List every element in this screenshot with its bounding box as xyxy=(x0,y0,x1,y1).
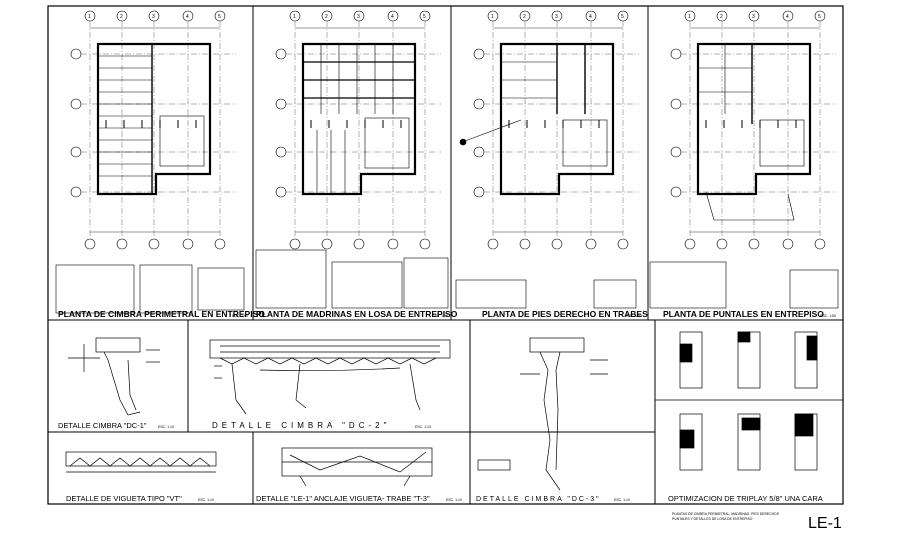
sheet-number: LE-1 xyxy=(808,515,842,532)
triplay-title: OPTIMIZACION DE TRIPLAY 5/8" UNA CARA xyxy=(668,494,823,503)
grid-label: 4 xyxy=(391,14,394,20)
grid-label: 1 xyxy=(491,14,494,20)
floor-plan-4: 1 2 3 4 5 xyxy=(670,10,836,250)
grid-label: 3 xyxy=(152,14,155,20)
grid-label: 5 xyxy=(423,14,426,20)
grid-label: 5 xyxy=(621,14,624,20)
detail-dc1-drawing xyxy=(68,337,160,416)
grid-label: 2 xyxy=(720,14,723,20)
grid-label: 1 xyxy=(293,14,296,20)
detail-le1-title: DETALLE "LE-1" ANCLAJE VIGUETA- TRABE "T… xyxy=(256,494,430,503)
plan-title-4: PLANTA DE PUNTALES EN ENTREPISO xyxy=(663,309,824,319)
detail-dc1-title: DETALLE CIMBRA "DC-1" xyxy=(58,421,147,430)
grid-label: 1 xyxy=(688,14,691,20)
detail-vt-scale: ESC. 1:10 xyxy=(198,498,214,502)
detail-dc3-title: DETALLE CIMBRA "DC-3" xyxy=(476,496,601,503)
detail-dc2-title: DETALLE CIMBRA "DC-2" xyxy=(212,421,390,430)
grid-label: 3 xyxy=(752,14,755,20)
plan-scale-3: ESC. 1:50 xyxy=(626,314,642,318)
sheet-title-line-2: PUNTALES Y DETALLES DE LOSA DE ENTREPISO xyxy=(672,517,753,521)
grid-label: 4 xyxy=(786,14,789,20)
grid-label: 5 xyxy=(218,14,221,20)
floor-plan-1: 1 2 3 4 5 xyxy=(70,10,236,250)
building-outline xyxy=(696,42,812,196)
triplay-panels xyxy=(679,331,818,471)
grid-label: 3 xyxy=(555,14,558,20)
detail-vt-drawing xyxy=(65,451,217,473)
plan-scale-1: ESC. 1:50 xyxy=(232,314,248,318)
plan-scale-4: ESC. 1:50 xyxy=(820,314,836,318)
detail-vt-title: DETALLE DE VIGUETA TIPO "VT" xyxy=(66,494,182,503)
detail-dc1-scale: ESC. 1:10 xyxy=(158,425,174,429)
detail-le1-drawing xyxy=(281,447,433,487)
plan-title-2: PLANTA DE MADRINAS EN LOSA DE ENTREPISO xyxy=(256,309,458,319)
grid-label: 2 xyxy=(120,14,123,20)
building-outline xyxy=(96,42,212,196)
grid-label: 2 xyxy=(523,14,526,20)
plan-title-3: PLANTA DE PIES DERECHO EN TRABES xyxy=(482,309,648,319)
detail-dc3-scale: ESC. 1:10 xyxy=(614,498,630,502)
sheet-border xyxy=(47,5,844,505)
detail-le1-scale: ESC. 1:10 xyxy=(446,498,462,502)
detail-dc2-drawing xyxy=(209,339,451,415)
grid-label: 1 xyxy=(88,14,91,20)
grid-label: 5 xyxy=(818,14,821,20)
grid-label: 2 xyxy=(325,14,328,20)
floor-plan-3: 1 2 3 4 5 xyxy=(459,10,639,250)
detail-dc2-scale: ESC. 1:10 xyxy=(415,425,431,429)
plan-scale-2: ESC. 1:50 xyxy=(432,314,448,318)
grid-label: 3 xyxy=(357,14,360,20)
building-outline xyxy=(301,42,417,196)
plan-title-1: PLANTA DE CIMBRA PERIMETRAL EN ENTREPISO xyxy=(58,309,265,319)
grid-label: 4 xyxy=(589,14,592,20)
floor-plan-2: 1 2 3 4 5 xyxy=(275,10,441,250)
detail-dc3-drawing xyxy=(477,337,608,491)
grid-label: 4 xyxy=(186,14,189,20)
sheet-title-line-1: PLANTAS DE CIMBRA PERIMETRAL, MADRINAS, … xyxy=(672,512,780,516)
building-outline xyxy=(499,42,615,196)
